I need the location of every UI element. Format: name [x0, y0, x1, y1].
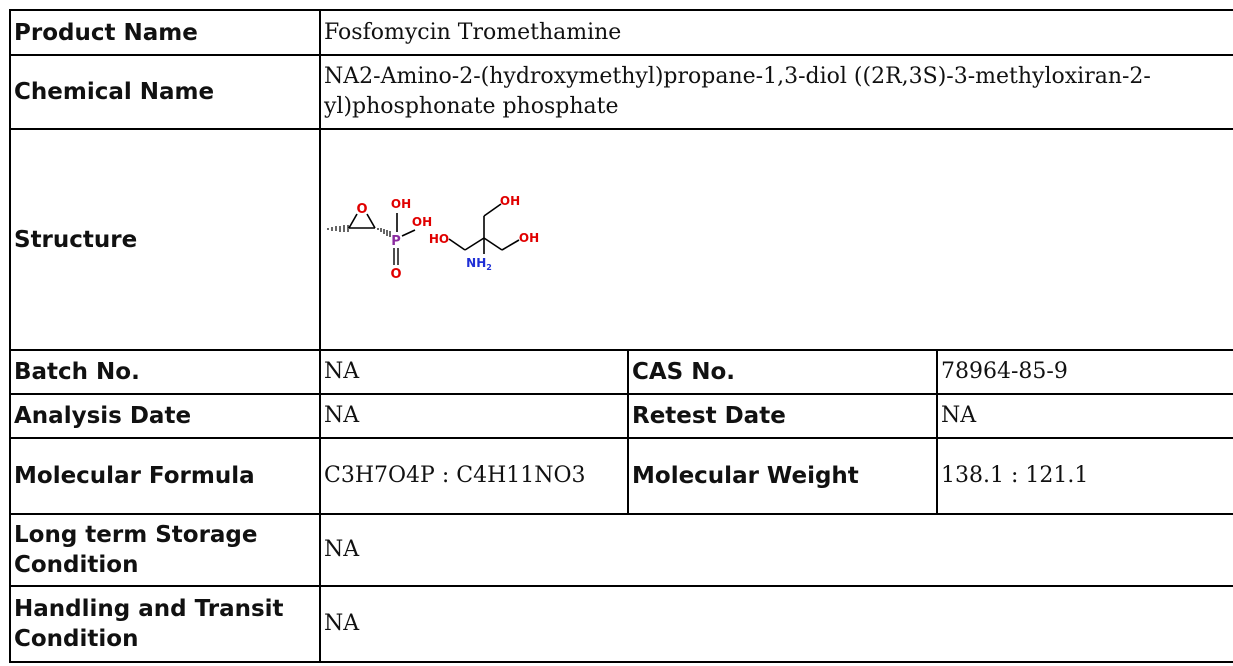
row-structure: Structure: [9, 128, 1233, 351]
row-analysis-date: Analysis Date NA Retest Date NA: [9, 393, 1233, 439]
chemical-name-label: Chemical Name: [9, 54, 321, 130]
analysis-date-label: Analysis Date: [9, 393, 321, 439]
product-name-value: Fosfomycin Tromethamine: [319, 9, 1233, 56]
tromethamine-oh-right: OH: [519, 231, 539, 245]
storage-condition-value: NA: [319, 513, 1233, 587]
structure-cell: O P OH: [319, 128, 1233, 351]
tromethamine-ho-left: HO: [429, 232, 449, 246]
row-handling: Handling and Transit Condition NA: [9, 585, 1233, 663]
phosphorus-atom: P: [391, 234, 401, 249]
row-product-name: Product Name Fosfomycin Tromethamine: [9, 9, 1233, 56]
chemical-structure-diagram: O P OH: [327, 194, 539, 282]
storage-condition-label: Long term Storage Condition: [9, 513, 321, 587]
molecular-formula-label: Molecular Formula: [9, 437, 321, 515]
molecular-weight-label: Molecular Weight: [627, 437, 938, 515]
product-info-table: Product Name Fosfomycin Tromethamine Che…: [9, 9, 1233, 663]
fosfomycin-molecule: O P OH: [327, 197, 432, 282]
handling-condition-label: Handling and Transit Condition: [9, 585, 321, 663]
retest-date-value: NA: [936, 393, 1233, 439]
tromethamine-oh-top: OH: [500, 194, 520, 208]
molecular-formula-value: C3H7O4P : C4H11NO3: [319, 437, 629, 515]
row-molecular: Molecular Formula C3H7O4P : C4H11NO3 Mol…: [9, 437, 1233, 515]
row-batch: Batch No. NA CAS No. 78964-85-9: [9, 349, 1233, 395]
batch-label: Batch No.: [9, 349, 321, 395]
cas-value: 78964-85-9: [936, 349, 1233, 395]
chemical-name-value: NA2-Amino-2-(hydroxymethyl)propane-1,3-d…: [319, 54, 1233, 130]
handling-condition-value: NA: [319, 585, 1233, 663]
structure-label: Structure: [9, 128, 321, 351]
structure-image-area: O P OH: [322, 133, 1233, 346]
phosphonate-oh-top: OH: [391, 197, 411, 211]
epoxide-oxygen-atom: O: [356, 202, 367, 217]
row-chemical-name: Chemical Name NA2-Amino-2-(hydroxymethyl…: [9, 54, 1233, 130]
retest-date-label: Retest Date: [627, 393, 938, 439]
phosphonate-oh-right: OH: [412, 215, 432, 229]
tromethamine-amine: NH2: [466, 256, 492, 272]
cas-label: CAS No.: [627, 349, 938, 395]
phosphonate-oxygen-bottom: O: [390, 267, 401, 282]
batch-value: NA: [319, 349, 629, 395]
tromethamine-molecule: HO OH OH NH2: [429, 194, 539, 272]
product-name-label: Product Name: [9, 9, 321, 56]
molecular-weight-value: 138.1 : 121.1: [936, 437, 1233, 515]
row-storage: Long term Storage Condition NA: [9, 513, 1233, 587]
analysis-date-value: NA: [319, 393, 629, 439]
